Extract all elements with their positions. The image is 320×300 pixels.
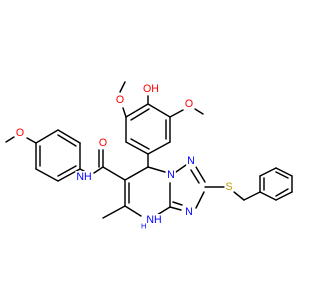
molecule-canvas: OH O O O O NH N N N NH H S (5, 81, 293, 231)
atom-label: NH (76, 171, 91, 183)
bond (125, 141, 149, 155)
atom-label: N (187, 155, 195, 167)
bond (122, 107, 127, 118)
atom-label: O (185, 98, 193, 110)
label-background (186, 155, 196, 167)
bond (102, 166, 126, 181)
bond (275, 171, 289, 179)
bond (57, 165, 77, 177)
label-background (75, 171, 93, 183)
atom-label: N (185, 206, 193, 218)
label-background (184, 206, 194, 218)
bond (275, 167, 293, 177)
bond (156, 206, 171, 216)
atom-label-layer: OH O O O O NH N N N NH H S (14, 83, 234, 231)
bond (190, 169, 200, 184)
label-background (224, 181, 234, 193)
atom-label: O (16, 127, 24, 139)
atom-label: NH (146, 214, 161, 226)
atom-label: O (99, 137, 107, 149)
bond (175, 164, 187, 173)
label-background (97, 137, 109, 149)
bond (233, 191, 245, 201)
bond (275, 188, 289, 197)
label-background (145, 214, 163, 226)
bond (172, 201, 183, 206)
atom-label: S (225, 181, 232, 193)
bond-layer (5, 81, 293, 219)
bond (147, 141, 171, 155)
label-background (114, 94, 126, 106)
bond (147, 166, 166, 173)
bond (57, 129, 81, 144)
bond (195, 166, 206, 183)
atom-sublabel: H (141, 222, 146, 231)
atom-label: N (167, 169, 175, 181)
bond (5, 136, 15, 143)
bond (130, 138, 150, 150)
bond (79, 168, 85, 172)
bond (243, 191, 261, 201)
structure-diagram: OH O O O O NH N N N NH H S (5, 81, 293, 231)
bond (124, 205, 142, 217)
label-background (142, 83, 160, 95)
bond (259, 191, 277, 201)
bond (195, 191, 205, 209)
bond (93, 166, 104, 174)
bond (259, 167, 277, 177)
bond (147, 103, 171, 118)
atom-label: OH (143, 83, 159, 95)
label-background (183, 98, 195, 110)
bond (275, 191, 293, 201)
atom-label: O (116, 94, 124, 106)
bond (26, 137, 37, 144)
bond (194, 108, 204, 115)
bond (35, 168, 59, 182)
bond (35, 129, 59, 144)
label-background (166, 169, 176, 181)
label-background (14, 127, 26, 139)
bond (169, 109, 184, 118)
bond (57, 134, 77, 147)
bond (119, 81, 126, 93)
bond (124, 166, 149, 181)
bond (125, 103, 149, 118)
bond (102, 205, 126, 219)
bond (130, 108, 150, 121)
bond (169, 206, 182, 211)
